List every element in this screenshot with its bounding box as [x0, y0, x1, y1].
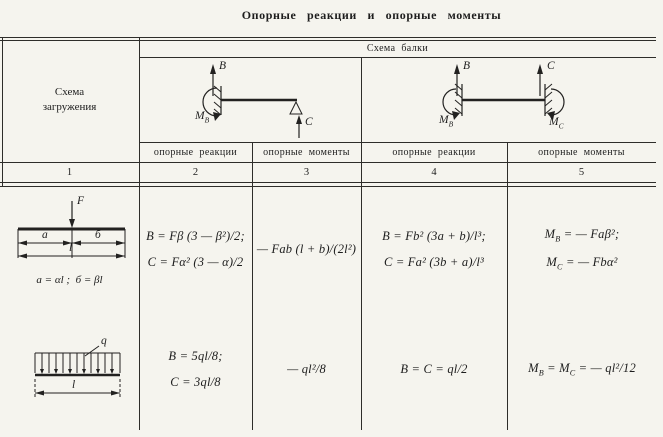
- row1-moments-propped-cell: — Fab (l + b)/(2l²): [253, 190, 360, 308]
- formula: B = 5ql/8;: [168, 348, 223, 363]
- beam-scheme-header: Схема балки: [366, 43, 429, 54]
- reaction-b-arrowhead: [454, 64, 460, 74]
- subheader-moments-fixed: опорные моменты: [538, 146, 625, 158]
- formula: B = Fβ (3 — β²)/2;: [146, 228, 245, 243]
- moment-c-arrowhead: [547, 111, 555, 120]
- formula: B = C = ql/2: [400, 361, 468, 376]
- force-f-arrowhead: [69, 219, 75, 228]
- numbers-bottom-rule-outer: [0, 182, 656, 183]
- moment-b-arrowhead: [452, 111, 460, 120]
- row1-moments-fixed-cell: MB = — Faβ²; MC = — Fbα²: [508, 190, 656, 308]
- formula: — Fab (l + b)/(2l²): [256, 241, 357, 256]
- row1-reactions-fixed-cell: B = Fb² (3a + b)/l³; C = Fa² (3b + a)/l³: [362, 190, 506, 308]
- column-number-5: 5: [578, 166, 585, 178]
- column-number-3: 3: [303, 166, 310, 178]
- dim-l-label: l: [69, 242, 73, 254]
- table-left-border: [2, 37, 3, 186]
- column-divider-1: [139, 37, 140, 430]
- subheader-bottom-rule: [0, 162, 656, 163]
- loading-scheme-point-load: F a б l a = αl ; б = βl: [0, 195, 139, 307]
- point-load-drawing: [17, 201, 126, 259]
- numbers-bottom-rule-inner: [0, 186, 656, 187]
- row1-reactions-propped-cell: B = Fβ (3 — β²)/2; C = Fα² (3 — α)/2: [140, 190, 251, 308]
- beam-diagram-propped: B MB C: [139, 58, 361, 142]
- column-number-2: 2: [192, 166, 199, 178]
- pin-support-triangle: [289, 100, 303, 115]
- formula: C = Fα² (3 — α)/2: [147, 254, 244, 269]
- reaction-b-arrowhead: [210, 64, 216, 74]
- subheader-reactions-propped: опорные реакции: [153, 146, 238, 158]
- reaction-c-arrowhead: [537, 64, 543, 74]
- moment-c-label: MC: [549, 116, 564, 131]
- subheader-moments-propped: опорные моменты: [263, 146, 350, 158]
- column-divider-3: [361, 57, 362, 430]
- row2-moments-fixed-cell: MB = MC = — ql²/12: [508, 316, 656, 422]
- table-top-rule-inner: [0, 40, 656, 41]
- row2-reactions-propped-cell: B = 5ql/8; C = 3ql/8: [140, 316, 251, 422]
- moment-b-label: MB: [439, 114, 454, 129]
- beam-diagram-propped-drawing: [202, 64, 303, 138]
- formula: B = Fb² (3a + b)/l³;: [382, 228, 486, 243]
- table-top-rule-outer: [0, 37, 656, 38]
- reaction-b-label: B: [463, 60, 471, 72]
- page-title: Опорные реакции и опорные моменты: [241, 8, 502, 22]
- reaction-b-label: B: [219, 60, 227, 72]
- beam-diagram-fixed: B C MB MC: [361, 58, 663, 142]
- row2-moments-propped-cell: — ql²/8: [253, 316, 360, 422]
- column-divider-4: [507, 142, 508, 430]
- formula: MB = — Faβ²;: [544, 227, 620, 244]
- q-leader-line: [84, 345, 100, 357]
- subheader-reactions-fixed: опорные реакции: [392, 146, 476, 158]
- column-number-1: 1: [66, 166, 73, 178]
- moment-b-arc: [442, 88, 457, 116]
- beam-scheme-underline: [139, 57, 656, 58]
- beam-diagram-fixed-drawing: [442, 64, 565, 120]
- column-divider-2: [252, 142, 253, 430]
- row2-reactions-fixed-cell: B = C = ql/2: [362, 316, 506, 422]
- dim-a-label: a: [42, 229, 48, 241]
- formula: MC = — Fbα²: [546, 254, 618, 272]
- load-scheme-header: Схема загружения: [42, 85, 97, 113]
- dim-b-label: б: [95, 229, 101, 241]
- moment-c-arc: [550, 88, 565, 116]
- formula: C = Fa² (3b + a)/l³: [383, 254, 485, 269]
- load-q-label: q: [101, 335, 107, 347]
- reaction-c-arrowhead: [296, 115, 302, 124]
- loading-scheme-distributed-load: q l: [0, 335, 139, 430]
- moment-b-label: MB: [195, 110, 210, 125]
- distributed-load-drawing: [34, 345, 121, 398]
- formula: — ql²/8: [287, 361, 326, 376]
- dim-l-label: l: [72, 379, 76, 391]
- scheme-note: a = αl ; б = βl: [36, 274, 103, 286]
- diagram-bottom-rule: [139, 142, 656, 143]
- moment-b-arc: [202, 87, 218, 117]
- force-f-label: F: [77, 195, 85, 207]
- column-number-4: 4: [431, 166, 437, 178]
- reaction-c-label: C: [305, 116, 313, 128]
- formula: C = 3ql/8: [170, 374, 221, 389]
- reaction-c-label: C: [547, 60, 555, 72]
- moment-b-arrowhead: [213, 112, 221, 121]
- formula: MB = MC = — ql²/12: [528, 360, 636, 378]
